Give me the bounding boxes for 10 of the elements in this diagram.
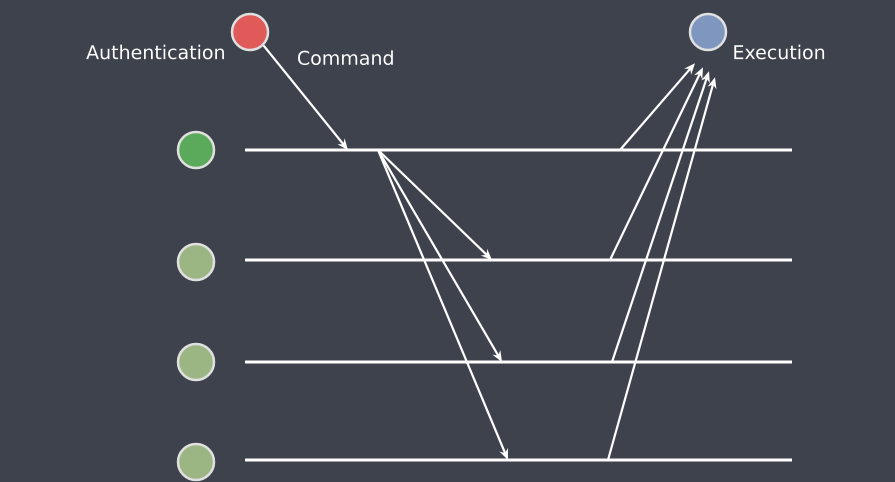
circle: [230, 12, 270, 52]
node-label: Execution: [734, 44, 824, 60]
edge-label: Command: [294, 48, 397, 68]
circle: [688, 12, 728, 52]
timeline: [245, 458, 792, 462]
circle: [176, 242, 216, 282]
circle: [176, 442, 216, 482]
node-label: Authentication: [86, 44, 224, 60]
circle: [176, 130, 216, 170]
circle: [176, 342, 216, 382]
